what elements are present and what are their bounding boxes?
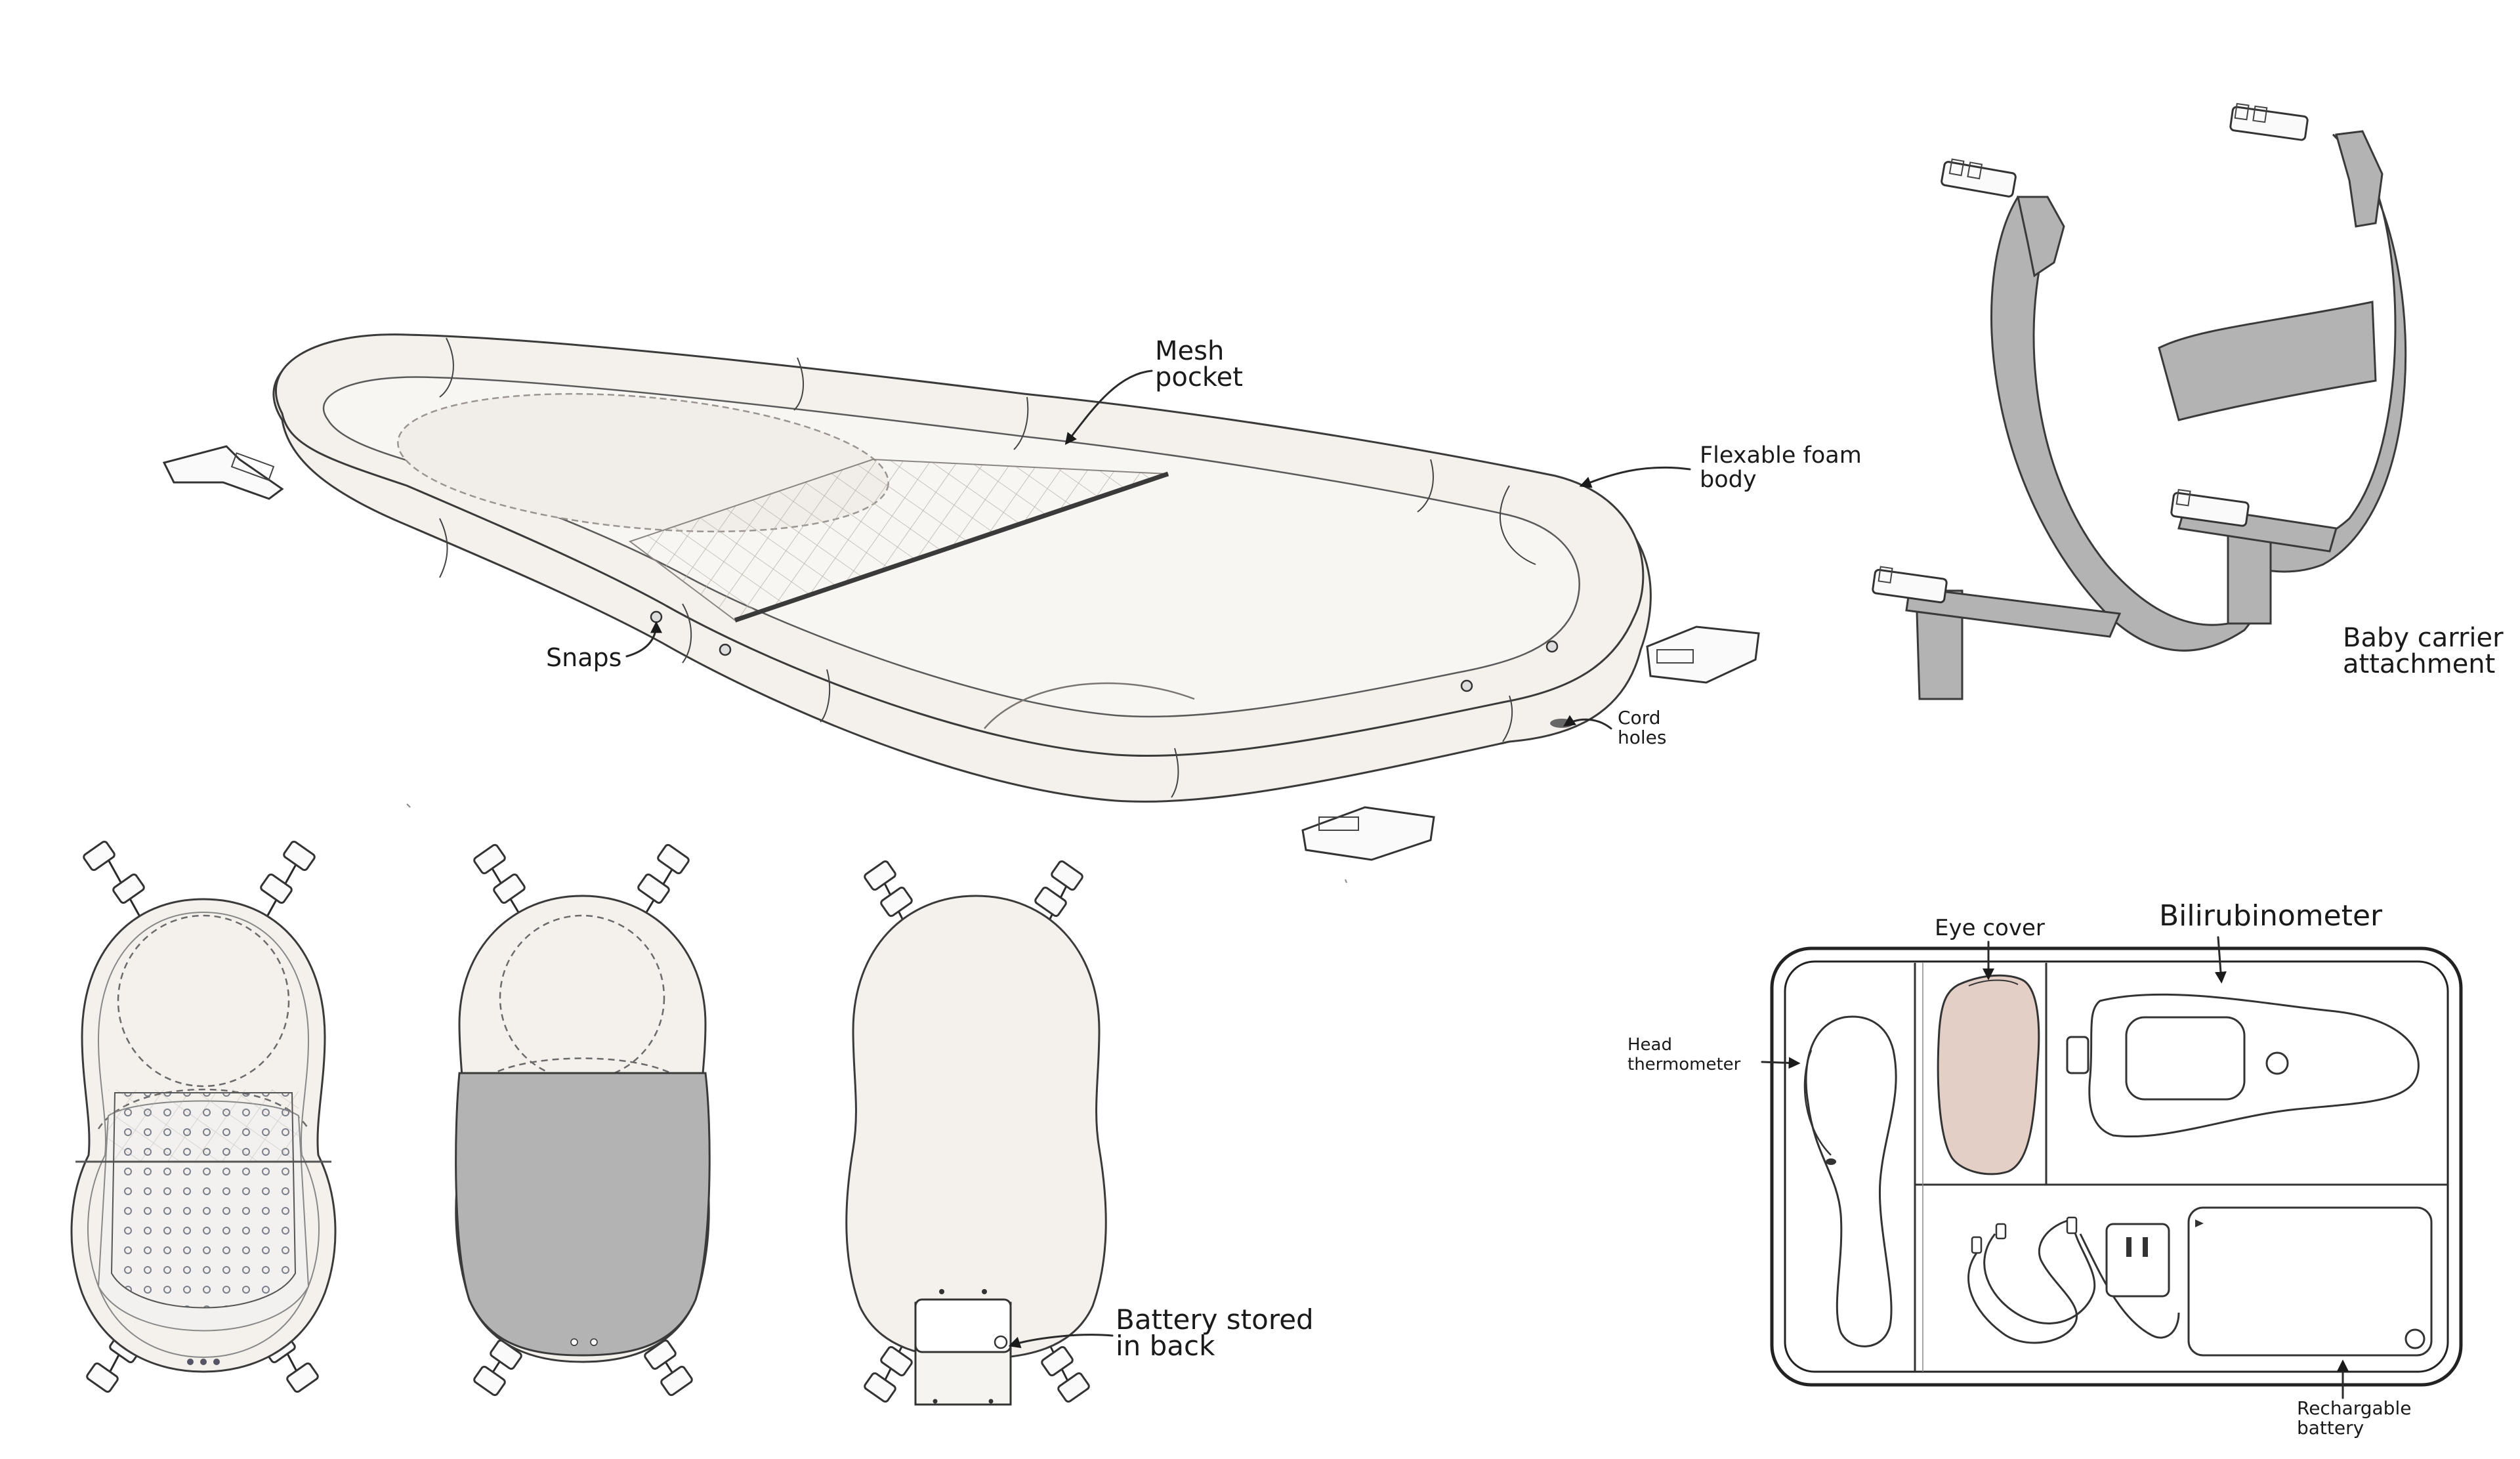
svg-text:Flexable foam: Flexable foam <box>1700 442 1862 469</box>
snap-4 <box>1545 640 1559 653</box>
label-rechargable-battery: Rechargable battery <box>2297 1359 2411 1439</box>
accessory-tray <box>1770 946 2463 1387</box>
svg-text:Cord: Cord <box>1618 707 1660 729</box>
bilirubinometer <box>2066 993 2420 1138</box>
svg-text:Bilirubinometer: Bilirubinometer <box>2159 899 2383 933</box>
label-snaps: Snaps <box>546 621 662 672</box>
top-view-front-cover <box>455 843 711 1397</box>
label-eye-cover: Eye cover <box>1935 915 2045 981</box>
rechargable-battery <box>2187 1206 2433 1357</box>
gray-cover-panel <box>455 1072 711 1357</box>
svg-text:in back: in back <box>1116 1330 1215 1362</box>
bed-clip-right <box>1646 625 1760 684</box>
carrier-clip-bottom-right <box>2170 488 2250 527</box>
carrier-clip-bottom-left <box>1872 566 1948 604</box>
label-head-thermometer: Head thermometer <box>1628 1035 1801 1074</box>
label-flexable-foam-body: Flexable foam body <box>1579 442 1862 493</box>
svg-text:body: body <box>1700 467 1757 493</box>
svg-text:Battery stored: Battery stored <box>1116 1303 1314 1336</box>
svg-text:Snaps: Snaps <box>546 643 621 672</box>
back-view-battery <box>845 860 1107 1406</box>
bed-clip-left <box>162 445 284 500</box>
svg-text:attachment: attachment <box>2343 649 2495 679</box>
svg-text:battery: battery <box>2297 1417 2364 1439</box>
svg-text:Rechargable: Rechargable <box>2297 1397 2411 1419</box>
svg-text:pocket: pocket <box>1155 362 1243 392</box>
strap-clips-view-3 <box>864 860 1090 1403</box>
svg-text:Mesh: Mesh <box>1155 336 1224 366</box>
head-thermometer <box>1803 1015 1897 1347</box>
snap-3 <box>1460 679 1473 692</box>
label-battery-stored-in-back: Battery stored in back <box>1008 1303 1314 1362</box>
svg-text:holes: holes <box>1618 727 1666 748</box>
wall-charger <box>2105 1223 2170 1298</box>
snap-1 <box>650 610 663 624</box>
eye-cover <box>1937 974 2040 1175</box>
label-bilirubinometer: Bilirubinometer <box>2159 899 2383 984</box>
baby-carrier-attachment <box>1872 102 2407 700</box>
svg-text:Baby carrier: Baby carrier <box>2343 623 2504 653</box>
svg-text:Eye cover: Eye cover <box>1935 915 2045 941</box>
foam-bed-isometric <box>162 333 1760 861</box>
carrier-clip-top-right <box>2229 102 2309 141</box>
charging-cables <box>1967 1216 2180 1344</box>
svg-text:thermometer: thermometer <box>1628 1055 1741 1074</box>
svg-text:Head: Head <box>1628 1035 1672 1055</box>
snap-2 <box>719 643 732 656</box>
battery-compartment <box>914 1289 1012 1406</box>
bed-clip-bottom <box>1301 806 1435 861</box>
label-cord-holes: Cord holes <box>1563 707 1666 748</box>
label-baby-carrier-attachment: Baby carrier attachment <box>2343 623 2504 679</box>
carrier-clip-top-left <box>1941 158 2017 198</box>
top-view-front-mesh <box>70 840 337 1393</box>
label-mesh-pocket: Mesh pocket <box>1064 336 1243 445</box>
